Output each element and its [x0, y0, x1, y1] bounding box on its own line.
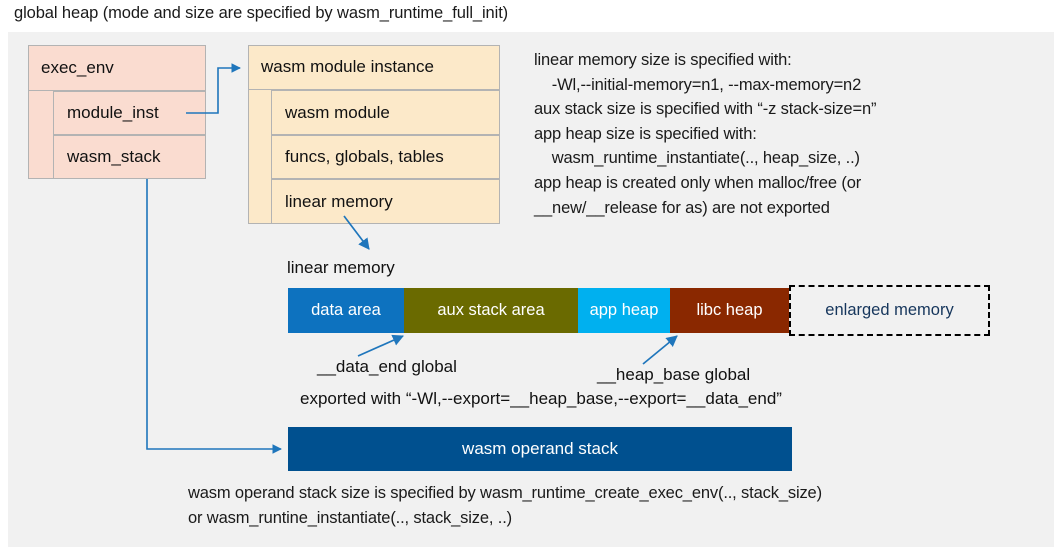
- memory-segment-app-heap: app heap: [578, 288, 670, 333]
- memory-segment-aux-stack-area: aux stack area: [404, 288, 578, 333]
- linear-memory-notes: linear memory size is specified with: -W…: [534, 51, 877, 217]
- memory-segment-data-area: data area: [288, 288, 404, 333]
- annotation-export-flags: exported with “-Wl,--export=__heap_base,…: [300, 389, 782, 408]
- linear-memory-label: linear memory: [287, 258, 395, 277]
- exec-env-row-module-inst: module_inst: [53, 91, 206, 135]
- wasm-module-instance-row-wasm-module: wasm module: [271, 90, 500, 135]
- page-title: global heap (mode and size are specified…: [14, 4, 509, 22]
- exec-env-row-wasm-stack: wasm_stack: [53, 135, 206, 179]
- wasm-module-instance-row-linear-memory: linear memory: [271, 179, 500, 224]
- linear-memory-bar: data area aux stack area app heap libc h…: [288, 285, 990, 336]
- memory-segment-libc-heap: libc heap: [670, 288, 789, 333]
- wasm-operand-stack-bar: wasm operand stack: [288, 427, 792, 471]
- wasm-module-instance-row-funcs-globals-tables: funcs, globals, tables: [271, 135, 500, 179]
- operand-stack-notes: wasm operand stack size is specified by …: [188, 484, 822, 527]
- memory-segment-enlarged-memory: enlarged memory: [789, 285, 990, 336]
- annotation-heap-base: __heap_base global: [597, 365, 751, 384]
- exec-env-header: exec_env: [28, 45, 206, 91]
- annotation-data-end: __data_end global: [317, 357, 457, 376]
- wasm-module-instance-header: wasm module instance: [248, 45, 500, 90]
